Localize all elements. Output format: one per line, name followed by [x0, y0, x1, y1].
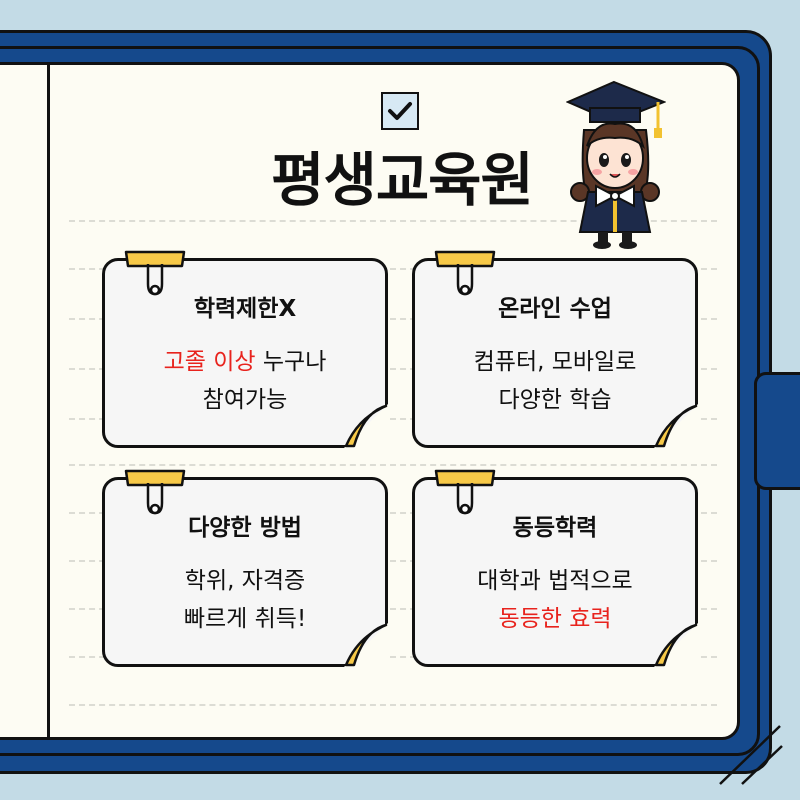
- page-curl-icon: [654, 404, 698, 448]
- ruled-line: [69, 608, 717, 610]
- ruled-line: [69, 560, 717, 562]
- card-title: 온라인 수업: [498, 296, 612, 322]
- graduate-mascot: [566, 80, 666, 249]
- corner-slash-decoration: [719, 725, 783, 785]
- card-text: 학위, 자격증: [184, 568, 306, 594]
- ruled-line: [69, 220, 717, 222]
- page-curl-icon: [344, 404, 388, 448]
- card-body: 대학과 법적으로 동등한 효력: [415, 562, 695, 638]
- card-title: 동등학력: [512, 515, 598, 541]
- card-text: 참여가능: [202, 387, 288, 413]
- binder-tab: [754, 372, 800, 490]
- card-body: 컴퓨터, 모바일로 다양한 학습: [415, 343, 695, 419]
- ruled-line: [69, 418, 717, 420]
- card-title: 다양한 방법: [188, 515, 302, 541]
- card-title: 학력제한X: [193, 296, 297, 322]
- ruled-line: [69, 464, 717, 466]
- checkbox-check-icon: [388, 102, 412, 120]
- page-margin-line: [47, 65, 50, 737]
- ruled-line: [69, 368, 717, 370]
- page-title: 평생교육원: [271, 146, 534, 214]
- ruled-line: [69, 512, 717, 514]
- card-text: 컴퓨터, 모바일로: [473, 349, 637, 375]
- binder-clip-icon: [434, 250, 496, 296]
- ruled-line: [69, 704, 717, 706]
- card-text: 대학과 법적으로: [477, 568, 633, 594]
- binder-clip-icon: [124, 469, 186, 515]
- card-body: 학위, 자격증 빠르게 취득!: [105, 562, 385, 638]
- card-highlight: 고졸 이상: [163, 349, 256, 375]
- ruled-line: [69, 318, 717, 320]
- binder-clip-icon: [434, 469, 496, 515]
- page-curl-icon: [654, 623, 698, 667]
- card-text: 다양한 학습: [498, 387, 612, 413]
- card-text: 빠르게 취득!: [183, 606, 307, 632]
- checkbox-icon: [381, 92, 419, 130]
- card-various-methods: 다양한 방법 학위, 자격증 빠르게 취득!: [102, 477, 388, 667]
- page-curl-icon: [344, 623, 388, 667]
- binder-clip-icon: [124, 250, 186, 296]
- card-highlight: 동등한 효력: [498, 606, 612, 632]
- card-text: 누구나: [255, 349, 327, 375]
- ruled-line: [69, 656, 717, 658]
- ruled-line: [69, 268, 717, 270]
- card-body: 고졸 이상 누구나 참여가능: [105, 343, 385, 419]
